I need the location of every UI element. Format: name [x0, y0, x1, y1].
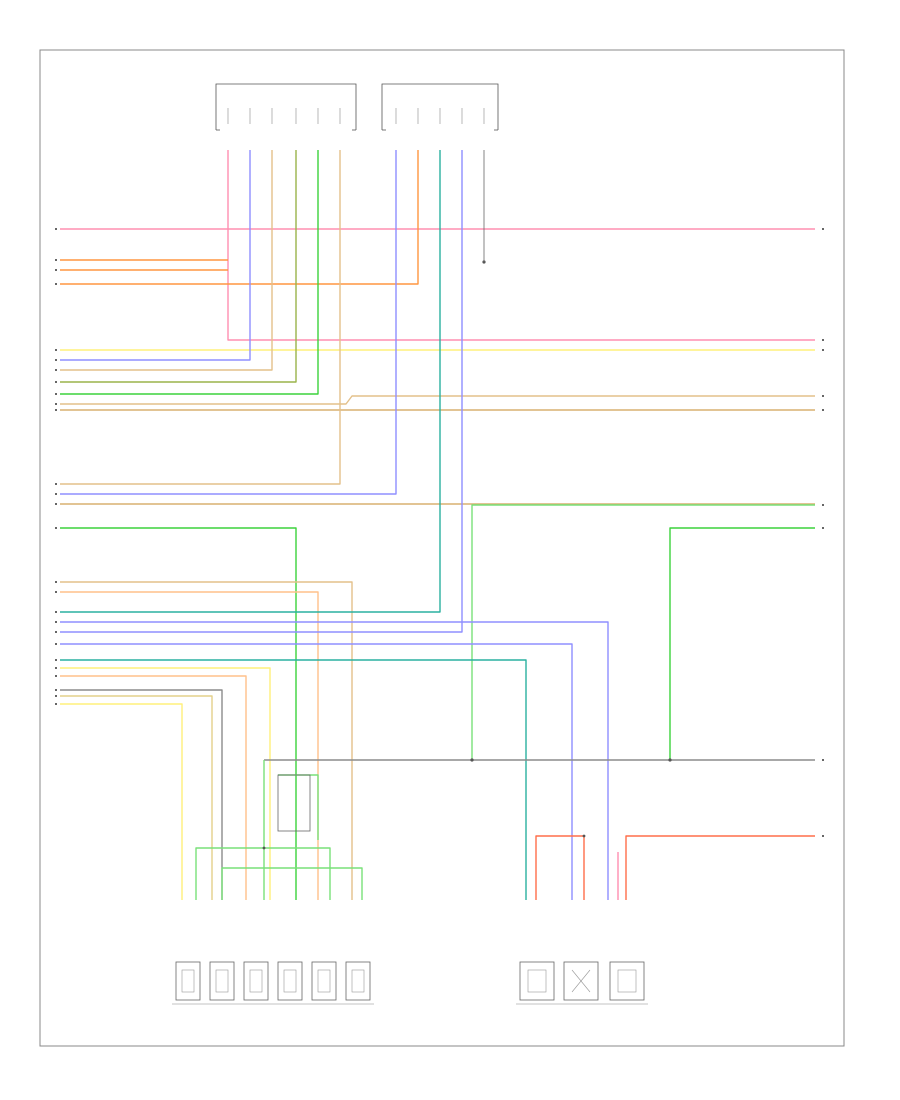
wire-tan-1	[60, 150, 273, 371]
wire-fuse-branch-1	[195, 847, 331, 900]
wire-green-1	[60, 150, 319, 395]
wire-tan-6	[60, 695, 213, 900]
component-box-9	[609, 961, 645, 1001]
wire-teal-2	[60, 659, 527, 900]
wire-green-right-1	[471, 504, 815, 760]
right-component-inner	[527, 969, 637, 993]
component-box-3	[243, 961, 269, 1001]
component-box-1	[175, 961, 201, 1001]
wire-orange-3	[60, 150, 419, 285]
component-box-4	[277, 961, 303, 1001]
component-box-6	[345, 961, 371, 1001]
wire-gray-1	[60, 689, 223, 900]
component-box-2	[209, 961, 235, 1001]
wire-blue-2	[60, 150, 397, 495]
wire-red-1	[535, 835, 585, 900]
top-right-connector	[381, 83, 499, 131]
top-left-pin-marks	[227, 108, 341, 124]
left-component-group	[175, 961, 371, 1001]
splice-points	[262, 260, 672, 850]
wire-blue-1	[60, 150, 251, 361]
wire-tan-5	[60, 591, 319, 900]
wire-red-2	[625, 835, 815, 900]
wire-tan-2	[60, 150, 341, 485]
component-box-8	[563, 961, 599, 1001]
top-right-pin-marks	[395, 108, 485, 124]
wire-tan-long-1	[60, 395, 815, 405]
wire-fuse-branch-2	[221, 867, 363, 900]
component-box-7	[519, 961, 555, 1001]
wire-teal-1	[60, 150, 441, 613]
right-pin-markers	[822, 228, 824, 837]
wire-tan-4	[60, 581, 353, 900]
wire-yellow-2	[60, 667, 271, 900]
wire-blue-3	[60, 621, 609, 900]
wire-green-left	[60, 527, 297, 900]
wire-green-right-2	[669, 527, 815, 760]
top-left-connector	[215, 83, 357, 131]
wire-fuse-branch-3	[278, 774, 319, 840]
left-pin-markers	[55, 228, 57, 705]
component-box-5	[311, 961, 337, 1001]
wire-yellow-3	[60, 703, 183, 900]
wire-orange-4	[60, 675, 247, 900]
wire-blue-4	[60, 150, 463, 633]
right-component-group	[519, 961, 645, 1001]
wire-blue-5	[60, 643, 573, 900]
fuse-component	[277, 774, 311, 832]
diagram-frame	[39, 49, 845, 1047]
wire-pink-drop	[227, 150, 815, 341]
left-component-inner	[181, 969, 365, 993]
wire-olive-1	[60, 150, 297, 383]
